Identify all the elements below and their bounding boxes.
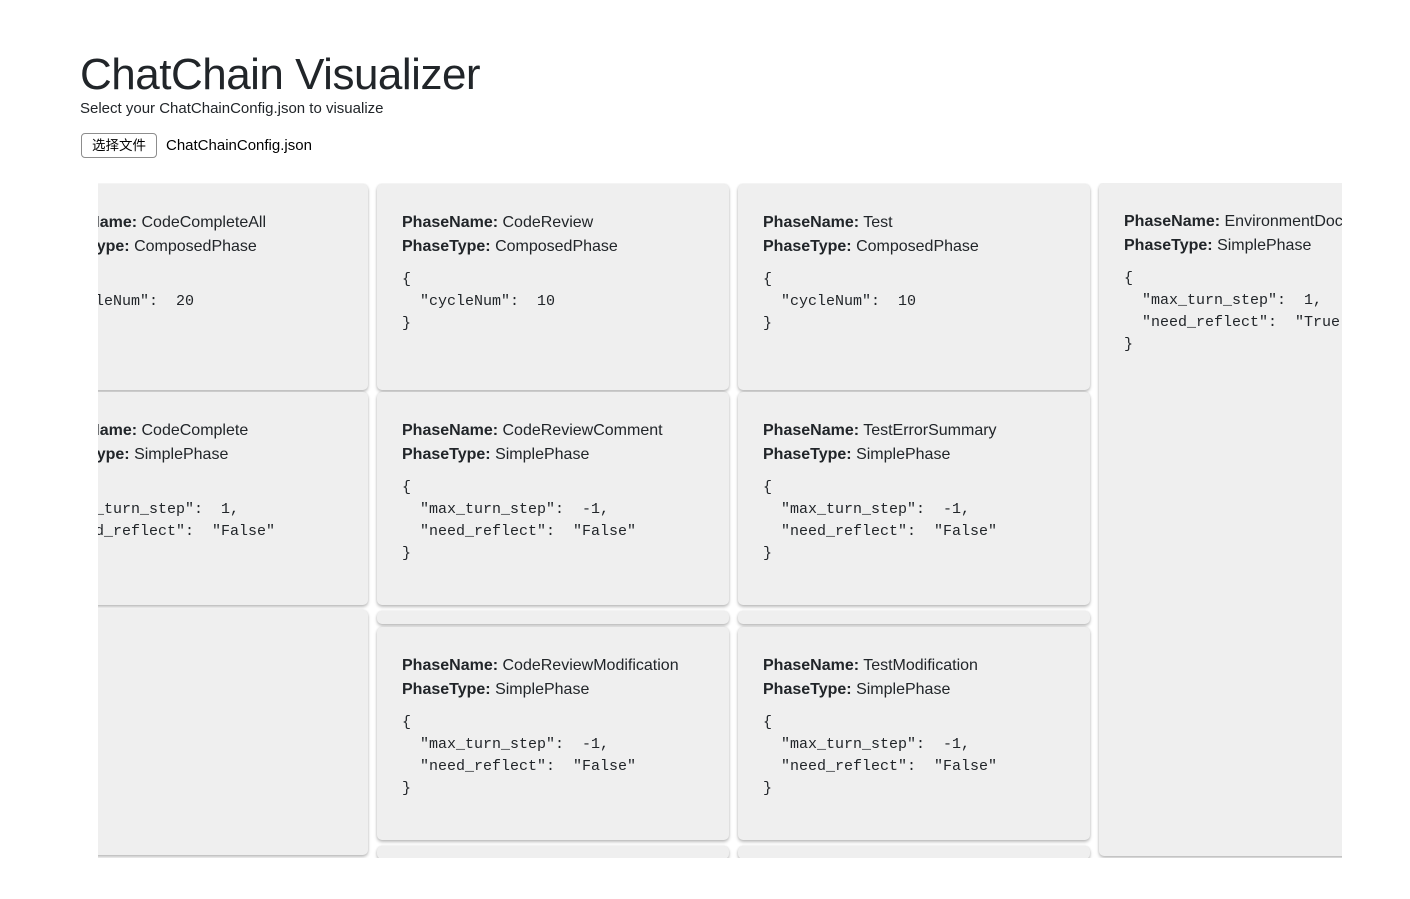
phase-name-line: PhaseName: CodeComplete — [98, 419, 343, 443]
phase-grid-row: PhaseName: CodeCompleteAllPhaseType: Com… — [98, 183, 1342, 858]
subtitle: Select your ChatChainConfig.json to visu… — [80, 100, 384, 117]
phase-name-label: PhaseName: — [402, 214, 499, 231]
phase-type-value: SimplePhase — [495, 446, 590, 463]
phase-json: { "max_turn_step": -1, "need_reflect": "… — [763, 714, 998, 797]
phase-name-value: CodeReviewComment — [502, 422, 663, 439]
phase-json: { "cycleNum": 10 } — [763, 271, 917, 332]
empty-card — [377, 611, 729, 624]
phase-type-value: SimplePhase — [856, 681, 951, 698]
phase-name-value: CodeComplete — [141, 422, 249, 439]
phase-type-value: ComposedPhase — [495, 238, 618, 255]
empty-card — [98, 610, 368, 855]
phase-type-line: PhaseType: ComposedPhase — [402, 235, 704, 259]
phase-type-value: SimplePhase — [856, 446, 951, 463]
phase-json: { "max_turn_step": -1, "need_reflect": "… — [402, 479, 637, 562]
phase-type-line: PhaseType: SimplePhase — [763, 678, 1065, 702]
phase-type-value: SimplePhase — [134, 446, 229, 463]
phase-grid: PhaseName: CodeCompleteAllPhaseType: Com… — [98, 183, 1342, 858]
phase-name-line: PhaseName: CodeReviewModification — [402, 654, 704, 678]
phase-card: PhaseName: CodeCompleteAllPhaseType: Com… — [98, 184, 368, 390]
phase-type-label: PhaseType: — [763, 446, 852, 463]
phase-type-label: PhaseType: — [98, 238, 130, 255]
phase-type-value: ComposedPhase — [134, 238, 257, 255]
empty-card — [738, 611, 1090, 624]
phase-type-line: PhaseType: SimplePhase — [402, 678, 704, 702]
phase-type-value: SimplePhase — [1217, 237, 1312, 254]
phase-json: { "cycleNum": 10 } — [402, 271, 556, 332]
phase-type-line: PhaseType: SimplePhase — [402, 443, 704, 467]
phase-type-value: SimplePhase — [495, 681, 590, 698]
page-title: ChatChain Visualizer — [80, 50, 481, 100]
phase-name-value: TestErrorSummary — [863, 422, 997, 439]
phase-name-label: PhaseName: — [402, 422, 499, 439]
phase-type-line: PhaseType: SimplePhase — [1124, 234, 1342, 258]
phase-name-line: PhaseName: CodeReviewComment — [402, 419, 704, 443]
phase-name-label: PhaseName: — [98, 422, 138, 439]
phase-type-label: PhaseType: — [98, 446, 130, 463]
phase-card: PhaseName: CodeCompletePhaseType: Simple… — [98, 392, 368, 605]
phase-type-label: PhaseType: — [763, 238, 852, 255]
phase-name-label: PhaseName: — [763, 657, 860, 674]
phase-name-line: PhaseName: CodeReview — [402, 211, 704, 235]
phase-json: { "max_turn_step": -1, "need_reflect": "… — [763, 479, 998, 562]
phase-name-value: CodeReviewModification — [502, 657, 679, 674]
phase-type-label: PhaseType: — [402, 681, 491, 698]
file-input-row: 选择文件 ChatChainConfig.json — [81, 133, 312, 158]
phase-name-label: PhaseName: — [763, 422, 860, 439]
empty-card — [738, 846, 1090, 858]
phase-json: { "max_turn_step": 1, "need_reflect": "F… — [98, 501, 276, 540]
phase-name-value: CodeCompleteAll — [141, 214, 267, 231]
empty-card — [377, 846, 729, 858]
phase-name-label: PhaseName: — [1124, 213, 1221, 230]
phase-type-line: PhaseType: ComposedPhase — [98, 235, 343, 259]
phase-name-line: PhaseName: CodeCompleteAll — [98, 211, 343, 235]
selected-file-name: ChatChainConfig.json — [166, 137, 312, 154]
phase-column: PhaseName: CodeCompleteAllPhaseType: Com… — [98, 183, 368, 858]
phase-name-value: CodeReview — [502, 214, 594, 231]
phase-json: { "cycleNum": 20 } — [98, 293, 195, 310]
phase-type-line: PhaseType: ComposedPhase — [763, 235, 1065, 259]
phase-json: { "max_turn_step": -1, "need_reflect": "… — [402, 714, 637, 797]
phase-type-label: PhaseType: — [402, 238, 491, 255]
phase-name-label: PhaseName: — [402, 657, 499, 674]
phase-name-line: PhaseName: Test — [763, 211, 1065, 235]
phase-name-label: PhaseName: — [763, 214, 860, 231]
phase-type-label: PhaseType: — [1124, 237, 1213, 254]
phase-type-label: PhaseType: — [763, 681, 852, 698]
phase-type-line: PhaseType: SimplePhase — [763, 443, 1065, 467]
phase-type-line: PhaseType: SimplePhase — [98, 443, 343, 467]
phase-name-value: EnvironmentDoc — [1224, 213, 1343, 230]
phase-name-line: PhaseName: EnvironmentDoc — [1124, 210, 1342, 234]
phase-name-label: PhaseName: — [98, 214, 138, 231]
phase-name-value: TestModification — [863, 657, 978, 674]
phase-type-label: PhaseType: — [402, 446, 491, 463]
phase-type-value: ComposedPhase — [856, 238, 979, 255]
phase-name-line: PhaseName: TestModification — [763, 654, 1065, 678]
phase-json: { "max_turn_step": 1, "need_reflect": "T… — [1124, 270, 1342, 353]
phase-name-line: PhaseName: TestErrorSummary — [763, 419, 1065, 443]
choose-file-button[interactable]: 选择文件 — [81, 133, 157, 158]
phase-name-value: Test — [863, 214, 893, 231]
